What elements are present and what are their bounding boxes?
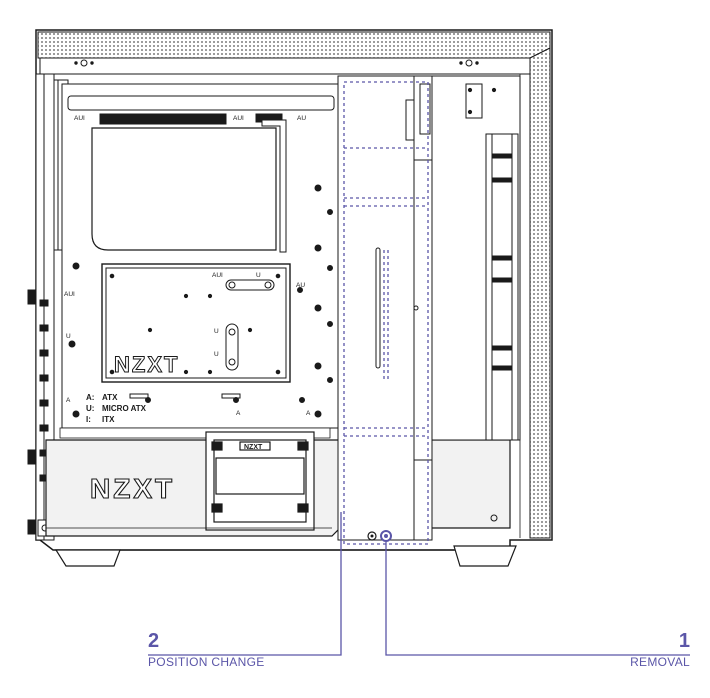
leader-position-change xyxy=(148,512,342,656)
case-feet xyxy=(54,545,517,567)
cable-slot xyxy=(375,247,381,369)
callout-number-2: 2 xyxy=(148,630,160,652)
callout-label-position-change: POSITION CHANGE xyxy=(148,655,265,669)
legend-value-a: ATX xyxy=(102,393,118,402)
marker-u-cpu: U xyxy=(256,272,261,279)
marker-u-cpu-a: U xyxy=(214,328,219,335)
psu-bracket-logo: NZXT xyxy=(244,444,263,451)
callout-label-removal: REMOVAL xyxy=(630,655,690,669)
legend-value-u: MICRO ATX xyxy=(102,404,147,413)
front-fan-area xyxy=(431,75,521,522)
top-rail-screws xyxy=(74,59,479,67)
legend-key-u: U: xyxy=(86,404,94,413)
leader-removal xyxy=(385,542,690,656)
marker-aui-top-left: AUI xyxy=(74,115,85,122)
cable-bay xyxy=(337,75,433,541)
marker-aui-left: AUI xyxy=(64,291,75,298)
rear-panel xyxy=(27,73,55,541)
marker-au-top-right: AU xyxy=(297,115,306,122)
marker-aui-cpu: AUI xyxy=(212,272,223,279)
callout-position-change: 2 POSITION CHANGE xyxy=(148,631,265,669)
motherboard-tray xyxy=(61,83,339,429)
marker-a-bottom-mid: A xyxy=(236,410,241,417)
marker-u-left: U xyxy=(66,333,71,340)
mobo-legend: A: ATX U: MICRO ATX I: ITX xyxy=(86,393,147,424)
mobo-size-markers: AUI AUI AU AUI U AU AUI U U U A A A xyxy=(64,115,311,417)
shroud-logo: NZXT xyxy=(90,473,175,504)
marker-a-bottom-right: A xyxy=(306,410,311,417)
marker-au-right: AU xyxy=(296,282,305,289)
callout-number-1: 1 xyxy=(678,630,690,652)
cable-bar-screws xyxy=(367,530,392,542)
callout-removal: 1 REMOVAL xyxy=(630,631,690,669)
legend-value-i: ITX xyxy=(102,415,115,424)
tray-logo: NZXT xyxy=(114,352,179,377)
legend-key-a: A: xyxy=(86,393,94,402)
marker-u-cpu-b: U xyxy=(214,351,219,358)
callout-leaders xyxy=(148,512,690,656)
marker-aui-top-mid: AUI xyxy=(233,115,244,122)
legend-key-i: I: xyxy=(86,415,91,424)
marker-a-left: A xyxy=(66,397,71,404)
